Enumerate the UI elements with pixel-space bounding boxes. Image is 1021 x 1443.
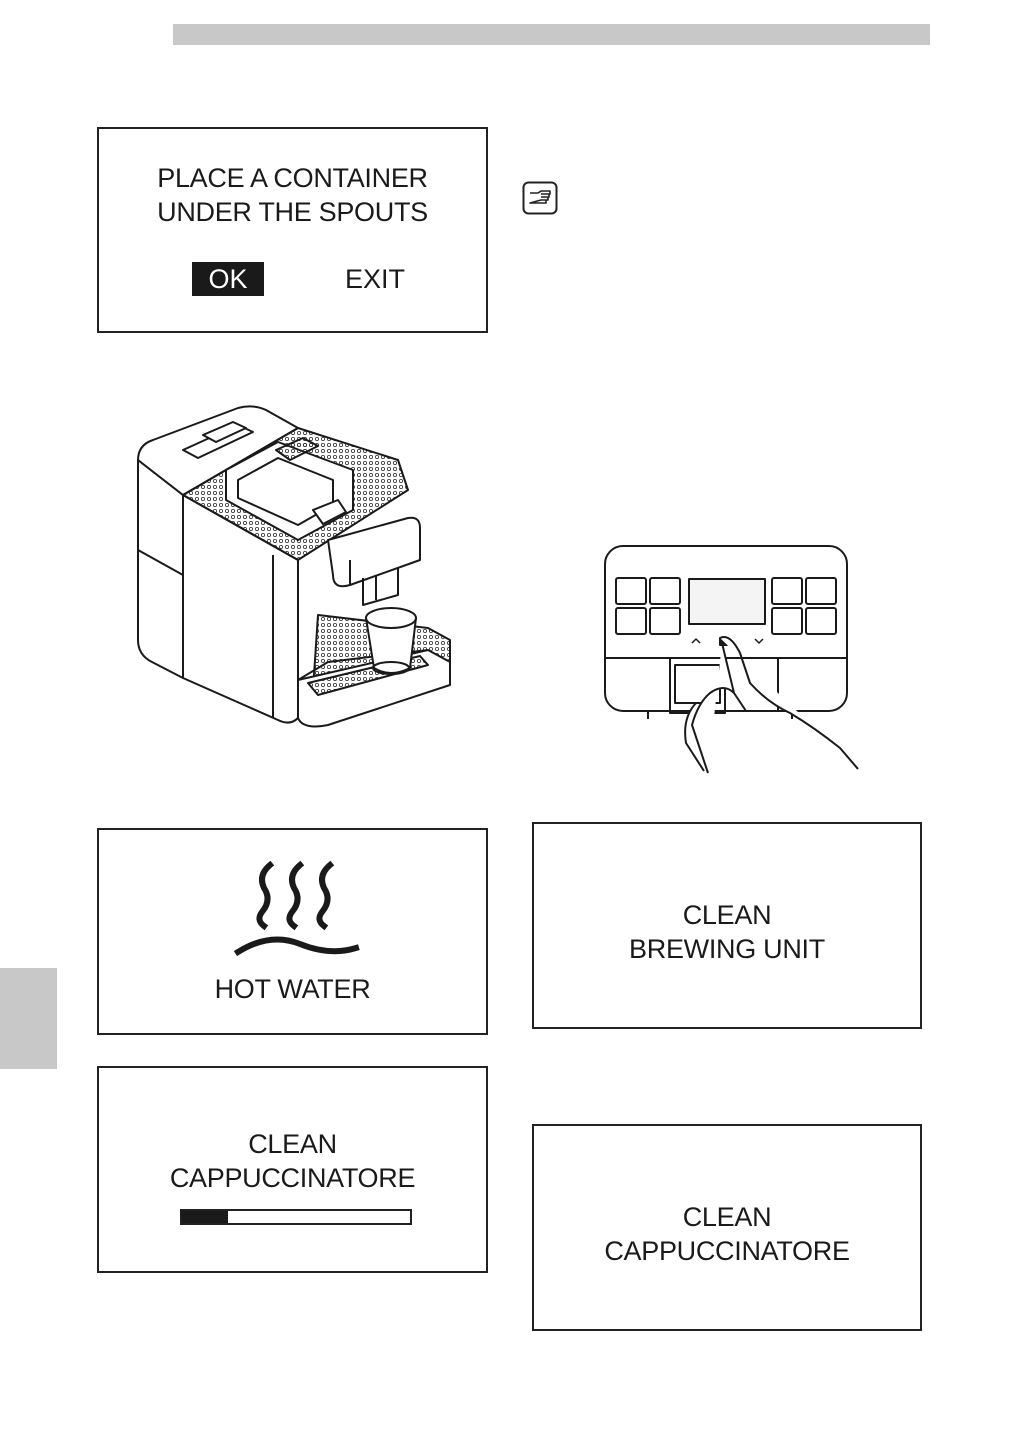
cap-line-1: CLEAN: [534, 1201, 920, 1233]
display-clean-cappuccinatore-progress: CLEAN CAPPUCCINATORE: [97, 1066, 488, 1273]
display-clean-brewing-unit: CLEAN BREWING UNIT: [532, 822, 922, 1029]
ok-button[interactable]: OK: [192, 262, 264, 296]
display-clean-cappuccinatore: CLEAN CAPPUCCINATORE: [532, 1124, 922, 1331]
brew-line-2: BREWING UNIT: [534, 933, 920, 965]
side-tab: [0, 968, 57, 1069]
brew-line-1: CLEAN: [534, 899, 920, 931]
display-place-container: PLACE A CONTAINER UNDER THE SPOUTS OK EX…: [97, 127, 488, 333]
hot-water-label: HOT WATER: [99, 973, 486, 1005]
cap-line-2: CAPPUCCINATORE: [534, 1235, 920, 1267]
hand-pointer-note-icon: [522, 181, 558, 215]
place-line-1: PLACE A CONTAINER: [99, 162, 486, 194]
place-line-2: UNDER THE SPOUTS: [99, 196, 486, 228]
control-panel-finger-illustration: [600, 543, 862, 775]
steam-icon: [230, 860, 360, 960]
progress-bar: [180, 1209, 412, 1225]
cap-progress-line-1: CLEAN: [99, 1128, 486, 1160]
progress-bar-fill: [182, 1211, 228, 1223]
display-hot-water: HOT WATER: [97, 828, 488, 1035]
cap-progress-line-2: CAPPUCCINATORE: [99, 1162, 486, 1194]
exit-button[interactable]: EXIT: [339, 262, 411, 296]
header-bar: [173, 24, 930, 45]
coffee-machine-illustration: [128, 400, 458, 740]
